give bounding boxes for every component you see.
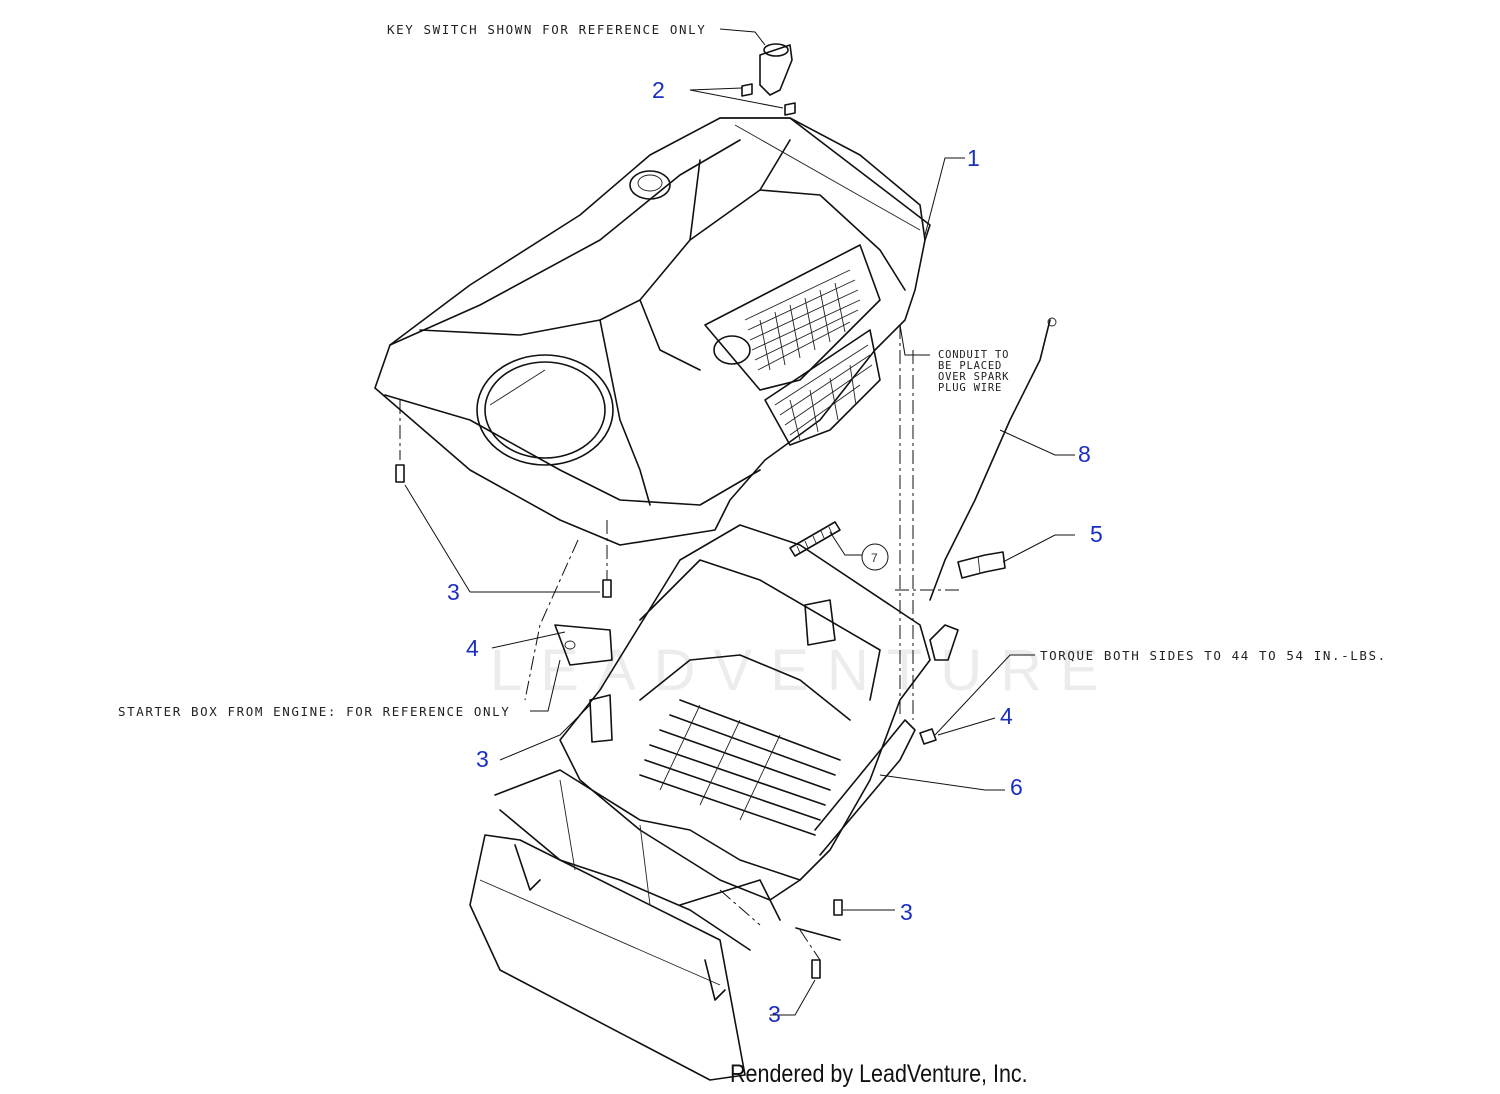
watermark-text: LEADVENTURE: [490, 638, 1117, 703]
callouts: 1 2 3 3 3 3 4 4 5 6 7 8: [447, 77, 1103, 1027]
engine-cover-part: [374, 117, 931, 546]
hardware: [395, 43, 1057, 979]
callout-3-left-lower: 3: [476, 746, 489, 772]
torque-note: TORQUE BOTH SIDES TO 44 TO 54 IN.-LBS.: [1040, 648, 1387, 663]
callout-1: 1: [967, 145, 980, 171]
footer-credit: Rendered by LeadVenture, Inc.: [730, 1060, 1028, 1088]
starter-box-note: STARTER BOX FROM ENGINE: FOR REFERENCE O…: [118, 704, 510, 719]
callout-8: 8: [1078, 441, 1091, 467]
callout-7: 7: [871, 551, 878, 565]
callout-4-right: 4: [1000, 703, 1013, 729]
conduit-note-line-2: BE PLACED: [938, 360, 1002, 372]
callout-3-left-upper: 3: [447, 579, 460, 605]
housing-part: [469, 524, 959, 1081]
callout-3-bottom: 3: [768, 1001, 781, 1027]
alignment-lines: [399, 325, 960, 961]
notes: KEY SWITCH SHOWN FOR REFERENCE ONLY COND…: [118, 22, 1387, 719]
conduit-note-line-1: CONDUIT TO: [938, 349, 1009, 361]
callout-4-left: 4: [466, 635, 479, 661]
callout-2: 2: [652, 77, 665, 103]
housing-slats: [639, 699, 841, 836]
callout-5: 5: [1090, 521, 1103, 547]
callout-3-right: 3: [900, 899, 913, 925]
leader-lines: [404, 28, 1075, 1016]
callout-6: 6: [1010, 774, 1023, 800]
watermark: LEADVENTURE: [490, 638, 1117, 703]
conduit-note-line-3: OVER SPARK: [938, 371, 1009, 383]
key-switch: [759, 43, 793, 96]
callout-7-circle: [861, 543, 889, 571]
vent-mesh: [744, 269, 873, 441]
conduit-note-line-4: PLUG WIRE: [938, 382, 1002, 394]
key-switch-note: KEY SWITCH SHOWN FOR REFERENCE ONLY: [387, 22, 706, 37]
